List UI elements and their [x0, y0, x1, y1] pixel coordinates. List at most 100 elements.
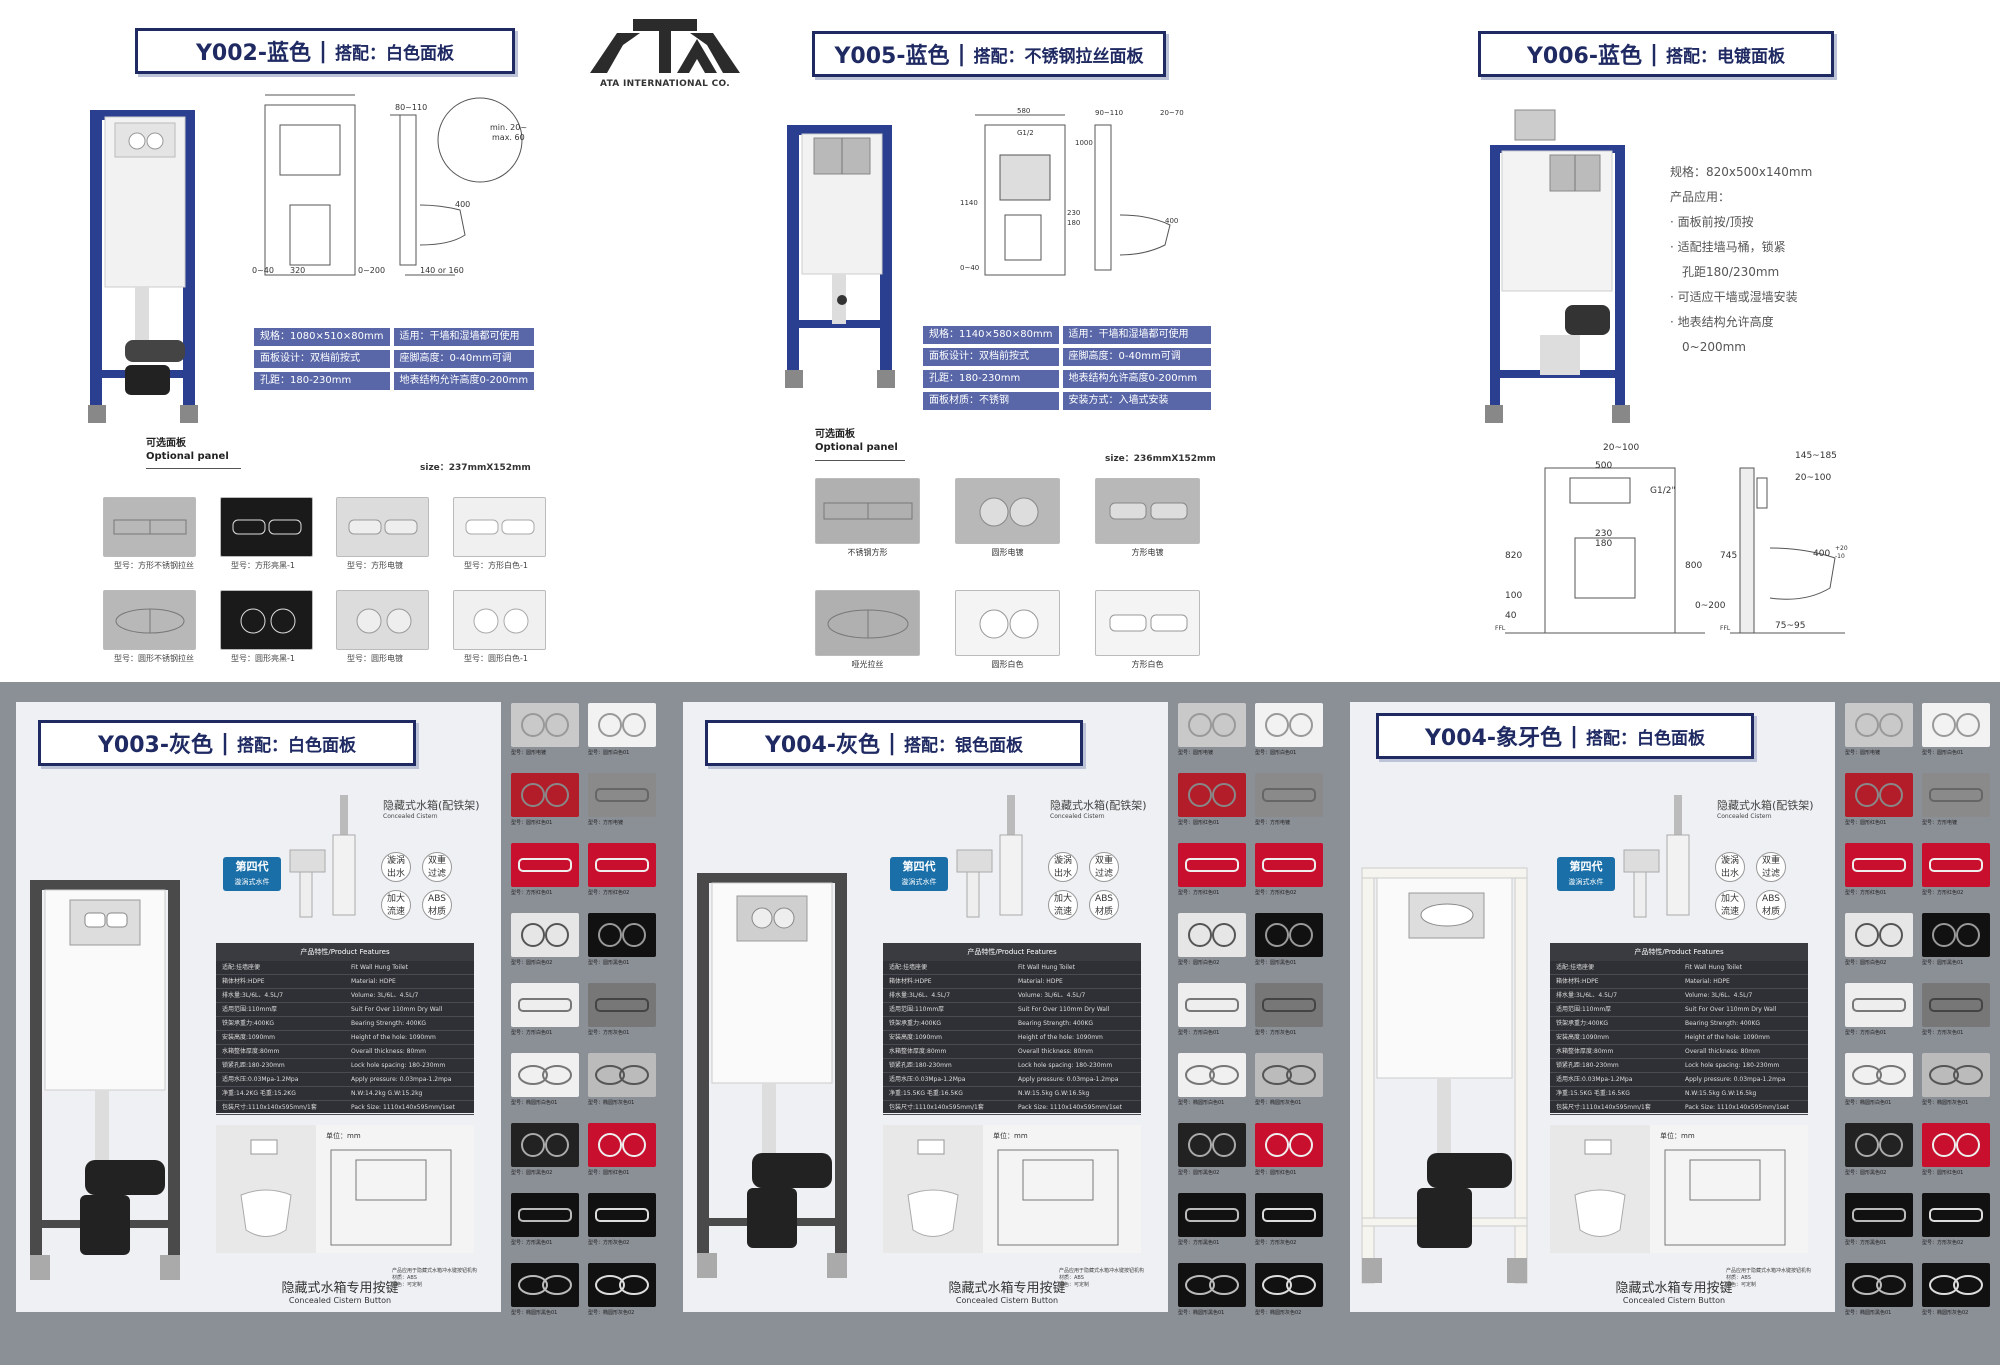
button-swatch-graphic: [1185, 858, 1239, 872]
feature-cn: 适用范围:110mm厚: [1556, 1006, 1612, 1013]
button-swatch-label: 型号：圆形红色01: [1178, 820, 1220, 826]
feature-circle: 双重过滤: [1089, 852, 1119, 882]
features-row: 净重:15.5KG 毛重:16.5KG N.W:15.5kg G.W:16.5kg: [1550, 1087, 1808, 1101]
button-swatch-label: 型号：椭圆形灰色01: [1922, 1100, 1969, 1106]
tank-heading: 隐藏式水箱(配铁架) Concealed Cistern: [1050, 797, 1147, 820]
button-swatch-label: 型号：方形灰色02: [588, 1240, 630, 1246]
feature-line: 过滤: [1761, 869, 1780, 879]
features-row: 适用范围:110mm厚 Suit For Over 110mm Dry Wall: [1550, 1003, 1808, 1017]
feature-en: Bearing Strength: 400KG: [351, 1020, 427, 1027]
button-swatch: 型号：圆形黑色02: [1178, 1123, 1246, 1176]
plate-square-steel: 型号：方形不锈钢拉丝: [103, 497, 196, 570]
button-swatch-graphic: [1185, 1065, 1239, 1085]
dim-label: 230: [1067, 209, 1080, 217]
feature-circle: 加大流速: [1048, 890, 1078, 920]
button-swatch: 型号：圆形白色01: [588, 703, 656, 756]
dim-label: 80~110: [395, 103, 427, 112]
button-cn: 隐藏式水箱专用按键: [948, 1281, 1066, 1296]
feature-en: Material: HDPE: [1018, 978, 1063, 985]
install-drawing: [216, 1125, 452, 1253]
plate-caption: 哑光拉丝: [851, 660, 884, 669]
feature-en: Height of the hole: 1090mm: [1018, 1034, 1103, 1041]
plate-round-steel: 型号：圆形不锈钢拉丝: [103, 590, 196, 663]
button-swatch-label: 型号：方形灰色01: [1255, 1030, 1297, 1036]
dim-label: 145~185: [1795, 451, 1837, 461]
button-swatch-graphic: [1188, 923, 1236, 947]
spec-cell: 规格：1140×580×80mm: [923, 326, 1059, 344]
dim-label: 800: [1685, 561, 1702, 571]
spec-cell: 面板设计：双档前按式: [254, 350, 390, 368]
separator: |: [957, 41, 966, 67]
button-swatch-label: 型号：圆形电镀: [1178, 750, 1214, 756]
button-swatch: 型号：方形黑色01: [511, 1193, 579, 1246]
feature-circle: 加大流速: [1715, 890, 1745, 920]
button-swatch-graphic: [1852, 1065, 1906, 1085]
dim-label: 75~95: [1775, 621, 1805, 631]
button-swatch-label: 型号：圆形黑色02: [1845, 1170, 1887, 1176]
features-row: 适配:挂墙座便 Fit Wall Hung Toilet: [216, 961, 474, 975]
feature-en: Overall thickness: 80mm: [351, 1048, 426, 1055]
feature-en: Bearing Strength: 400KG: [1018, 1020, 1094, 1027]
button-en: Concealed Cistern Button: [288, 1296, 392, 1305]
model-panel: 搭配：不锈钢拉丝面板: [973, 46, 1144, 67]
button-swatch-label: 型号：方形红色01: [511, 890, 553, 896]
feature-en: Lock hole spacing: 180-230mm: [1018, 1062, 1113, 1069]
model-title-y005: Y005-蓝色|搭配：不锈钢拉丝面板: [812, 31, 1166, 77]
button-swatch: 型号：椭圆形白色01: [1845, 1053, 1913, 1106]
button-swatch-graphic: [518, 1065, 572, 1085]
feature-en: Fit Wall Hung Toilet: [351, 964, 408, 971]
desc-line: 孔距180/230mm: [1682, 265, 1780, 279]
feature-cn: 安装高度:1090mm: [889, 1034, 942, 1041]
feature-cn: 净重:15.5KG 毛重:16.5KG: [1556, 1090, 1630, 1097]
model-code: Y003-灰色: [97, 733, 213, 758]
button-swatch: 型号：圆形黑色01: [1255, 913, 1323, 966]
button-swatch-graphic: [521, 923, 569, 947]
button-swatch-graphic: [1188, 783, 1236, 807]
button-swatch: 型号：圆形白色01: [1922, 703, 1990, 756]
separator: |: [220, 730, 230, 756]
button-cn: 隐藏式水箱专用按键: [281, 1281, 399, 1296]
button-swatch: 型号：方形黑色01: [1845, 1193, 1913, 1246]
feature-cn: 包装尺寸:1110x140x595mm/1套: [889, 1104, 984, 1111]
plate-caption: 圆形电镀: [991, 548, 1024, 557]
button-swatch-graphic: [1929, 1275, 1983, 1295]
feature-en: Lock hole spacing: 180-230mm: [1685, 1062, 1780, 1069]
gen-sub: 漩涡式水件: [901, 878, 937, 886]
button-swatch: 型号：圆形白色02: [511, 913, 579, 966]
feature-cn: 适配:挂墙座便: [222, 964, 261, 971]
spec-cell: 地表结构允许高度0-200mm: [1062, 370, 1211, 388]
y003-frame-image: [30, 880, 180, 1280]
tank-title-cn: 隐藏式水箱(配铁架): [1717, 799, 1814, 812]
button-swatch-label: 型号：方形红色02: [1922, 890, 1964, 896]
desc-line: · 可适应干墙或湿墙安装: [1670, 290, 1798, 304]
features-row: 安装高度:1090mm Height of the hole: 1090mm: [883, 1031, 1141, 1045]
button-swatch: 型号：圆形红色01: [588, 1123, 656, 1176]
dim-label: 580: [1017, 107, 1030, 115]
feature-en: N.W:15.5kg G.W:16.5kg: [1685, 1090, 1757, 1097]
plate-round-white: 型号：圆形白色-1: [453, 590, 546, 663]
feature-cn: 水箱整体厚度:80mm: [1556, 1048, 1614, 1055]
feature-en: Suit For Over 110mm Dry Wall: [1685, 1006, 1777, 1013]
feature-en: Pack Size: 1110x140x595mm/1set: [1685, 1104, 1789, 1111]
model-title-y004-gray: Y004-灰色|搭配：银色面板: [705, 720, 1083, 766]
feature-en: Apply pressure: 0.03mpa-1.2mpa: [1685, 1076, 1786, 1083]
feature-line: 漩涡: [386, 856, 405, 866]
installation-photo: 单位：mm: [883, 1125, 1141, 1253]
separator: |: [318, 38, 328, 64]
button-note: 产品应用于隐藏式水箱冲水键按钮机构 材质：ABS 颜色：可定制: [1726, 1268, 1812, 1288]
button-swatch-graphic: [595, 1275, 649, 1295]
dim-label: 1000: [1075, 139, 1093, 147]
feature-en: N.W:14.2kg G.W:15.2kg: [351, 1090, 423, 1097]
button-swatch-graphic: [518, 1208, 572, 1222]
y002-technical-drawing: min. 20~ max. 60 80~110 400 140 or 160 0…: [252, 94, 527, 276]
button-swatch-graphic: [521, 783, 569, 807]
